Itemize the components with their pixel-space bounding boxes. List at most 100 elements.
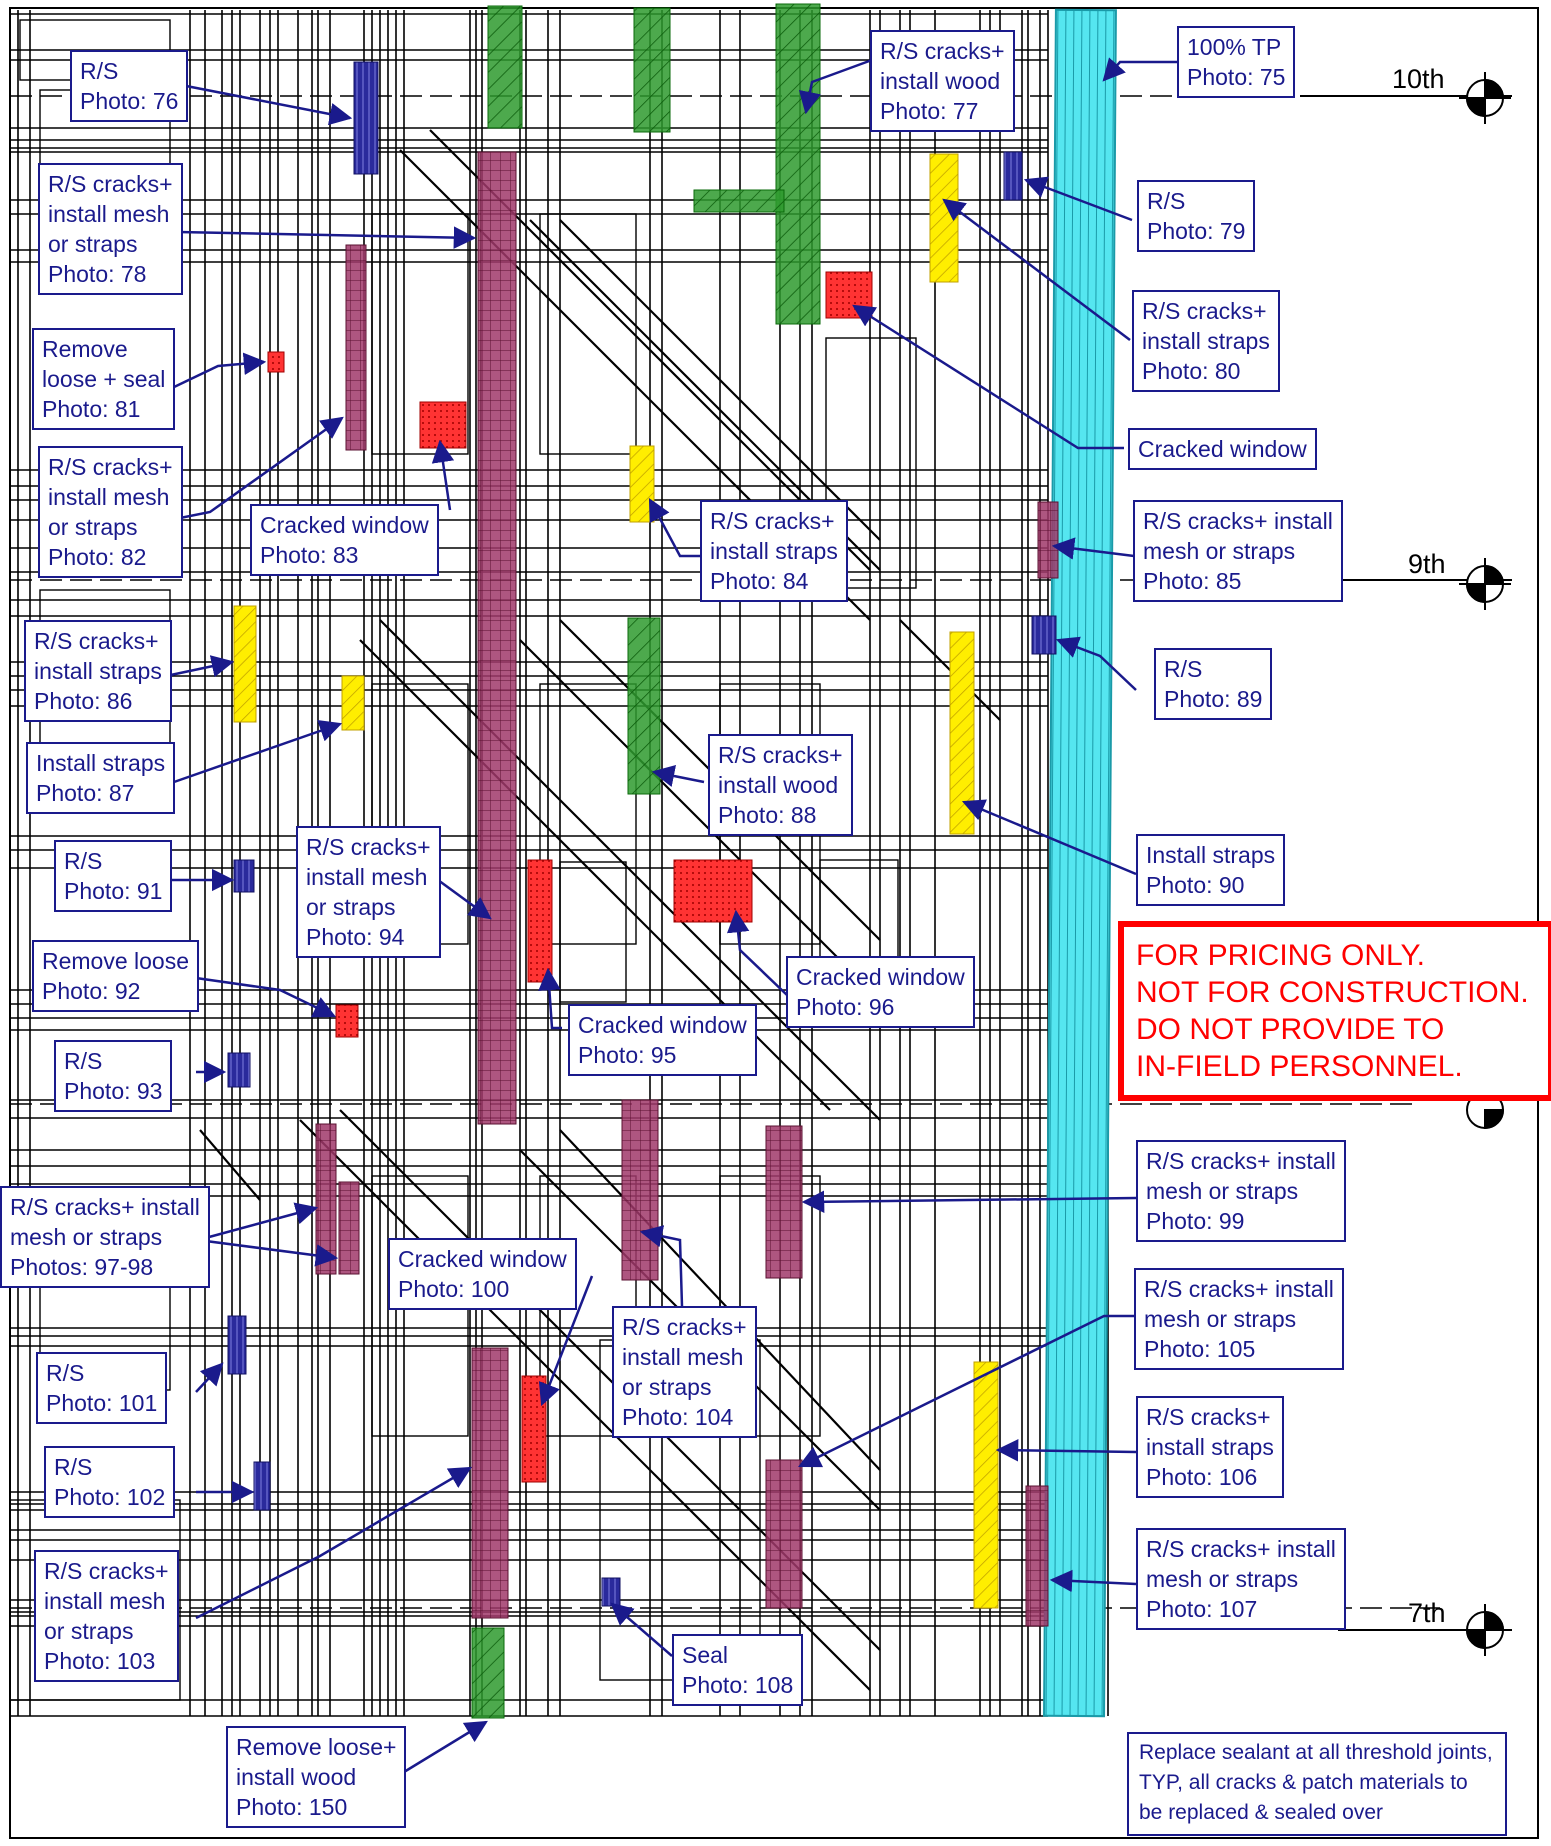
callout-line: Install straps [36,750,166,776]
callout-93: R/S Photo: 93 [54,1040,173,1112]
straps-86 [233,605,257,723]
callout-line: install straps [34,658,162,684]
wood-repair-top-2 [633,7,671,133]
pricing-disclaimer: FOR PRICING ONLY. NOT FOR CONSTRUCTION. … [1118,921,1551,1101]
callout-91: R/S Photo: 91 [54,840,173,912]
straps-106 [973,1361,999,1609]
callout-line: Photo: 94 [306,924,405,950]
callout-line: Photo: 83 [260,542,359,568]
callout-line: Photos: 97-98 [10,1254,154,1280]
callout-line: install mesh [48,484,170,510]
mesh-105 [765,1459,803,1609]
callout-line: Photo: 75 [1187,64,1286,90]
callout-line: Photo: 106 [1146,1464,1258,1490]
callout-line: install mesh [48,201,170,227]
mesh-97 [315,1123,337,1275]
wood-repair-top-1 [487,5,523,129]
callout-102: R/S Photo: 102 [44,1446,176,1518]
callout-line: R/S [54,1454,93,1480]
callout-line: Photo: 84 [710,568,809,594]
cracked-window-top [825,271,873,319]
disclaimer-line: IN-FIELD PERSONNEL. [1136,1050,1463,1083]
callout-line: Photo: 88 [718,802,817,828]
mesh-98 [338,1181,360,1275]
straps-80 [929,153,959,283]
seal-108 [601,1577,621,1607]
callout-line: Photo: 95 [578,1042,677,1068]
callout-line: or straps [44,1618,134,1644]
callout-line: or straps [622,1374,712,1400]
tp-strip [1043,8,1117,1718]
callout-line: R/S cracks+ [44,1558,169,1584]
callout-line: Photo: 108 [682,1672,794,1698]
callout-line: Cracked window [1138,436,1307,462]
callout-line: Photo: 96 [796,994,895,1020]
loose-81 [267,351,285,373]
callout-line: R/S [64,848,103,874]
callout-line: Remove loose+ [236,1734,397,1760]
callout-76: R/S Photo: 76 [70,50,189,122]
callout-line: Photo: 103 [44,1648,156,1674]
callout-line: Cracked window [578,1012,747,1038]
callout-line: R/S cracks+ [718,742,843,768]
callout-line: R/S cracks+ install [10,1194,200,1220]
callout-line: Photo: 93 [64,1078,163,1104]
callout-line: loose + seal [42,366,166,392]
callout-line: Photo: 81 [42,396,141,422]
callout-line: Photo: 102 [54,1484,166,1510]
callout-line: R/S cracks+ [880,38,1005,64]
callout-line: R/S cracks+ [1142,298,1267,324]
callout-line: Photo: 107 [1146,1596,1258,1622]
level-label-10th: 10th [1392,64,1445,94]
callout-line: Photo: 105 [1144,1336,1256,1362]
callout-line: Photo: 77 [880,98,979,124]
callout-line: install straps [1146,1434,1274,1460]
note-line: be replaced & sealed over [1139,1801,1383,1824]
mesh-107 [1025,1485,1049,1627]
callout-line: install mesh [306,864,428,890]
callout-line: Photo: 76 [80,88,179,114]
cracked-window-95 [527,859,553,983]
callout-line: mesh or straps [1146,1566,1299,1592]
callout-line: Photo: 92 [42,978,141,1004]
disclaimer-line: NOT FOR CONSTRUCTION. [1136,976,1529,1009]
callout-line: R/S cracks+ [1146,1404,1271,1430]
callout-line: 100% TP [1187,34,1282,60]
callout-line: Photo: 87 [36,780,135,806]
callout-line: Photo: 104 [622,1404,734,1430]
disclaimer-line: FOR PRICING ONLY. [1136,939,1425,972]
callout-cracked-window-top: Cracked window [1128,428,1317,470]
callout-line: R/S [80,58,119,84]
mesh-78 [477,151,517,1125]
callout-line: install wood [236,1764,357,1790]
rs-91 [233,859,255,893]
wood-repair-150 [471,1627,505,1719]
straps-87 [341,675,365,731]
callout-line: Photo: 99 [1146,1208,1245,1234]
callout-line: Photo: 85 [1143,568,1242,594]
callout-line: R/S [64,1048,103,1074]
callout-line: or straps [48,514,138,540]
cracked-window-100 [521,1375,547,1483]
callout-line: install wood [880,68,1001,94]
cracked-window-83 [419,401,467,449]
callout-line: R/S cracks+ [622,1314,747,1340]
callout-line: Photo: 91 [64,878,163,904]
callout-line: R/S cracks+ install [1143,508,1333,534]
callout-line: R/S cracks+ [34,628,159,654]
rs-93 [227,1052,251,1088]
